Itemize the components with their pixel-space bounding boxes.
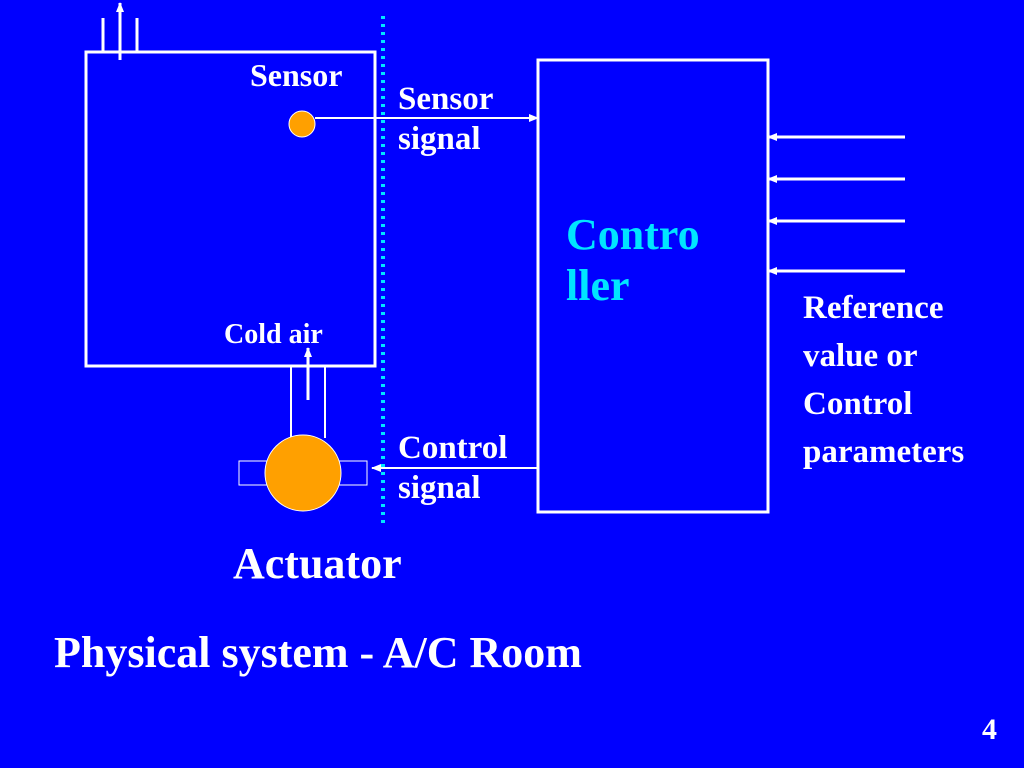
reference-line-4: parameters bbox=[803, 433, 965, 470]
actuator-node bbox=[264, 434, 342, 512]
reference-line-2: value or bbox=[803, 337, 918, 374]
actuator-right-tab bbox=[338, 460, 368, 486]
control-signal-line-2: signal bbox=[398, 469, 481, 506]
sensor-signal-line-2: signal bbox=[398, 120, 481, 157]
controller-label-line-1: Contro bbox=[566, 210, 700, 259]
controller-label-line-2: ller bbox=[566, 260, 630, 310]
sensor-node bbox=[288, 110, 316, 138]
actuator-left-tab bbox=[238, 460, 268, 486]
reference-label: Reference value or Control parameters bbox=[803, 285, 964, 476]
actuator-label: Actuator bbox=[233, 539, 402, 588]
caption: Physical system - A/C Room bbox=[54, 628, 582, 677]
sensor-label: Sensor bbox=[250, 57, 343, 93]
control-signal-label: Control signal bbox=[398, 429, 507, 508]
room-box bbox=[84, 50, 377, 368]
cold-air-label: Cold air bbox=[224, 319, 323, 350]
exhaust-vent bbox=[101, 18, 139, 52]
reference-line-3: Control bbox=[803, 385, 913, 422]
control-signal-line-1: Control bbox=[398, 430, 508, 466]
reference-line-1: Reference bbox=[803, 290, 944, 326]
page-number: 4 bbox=[982, 713, 997, 746]
sensor-signal-label: Sensor signal bbox=[398, 80, 493, 159]
controller-box bbox=[536, 58, 770, 514]
sensor-signal-line-1: Sensor bbox=[398, 81, 494, 117]
cold-air-duct bbox=[290, 366, 326, 438]
controller-label: Contro ller bbox=[566, 210, 700, 311]
